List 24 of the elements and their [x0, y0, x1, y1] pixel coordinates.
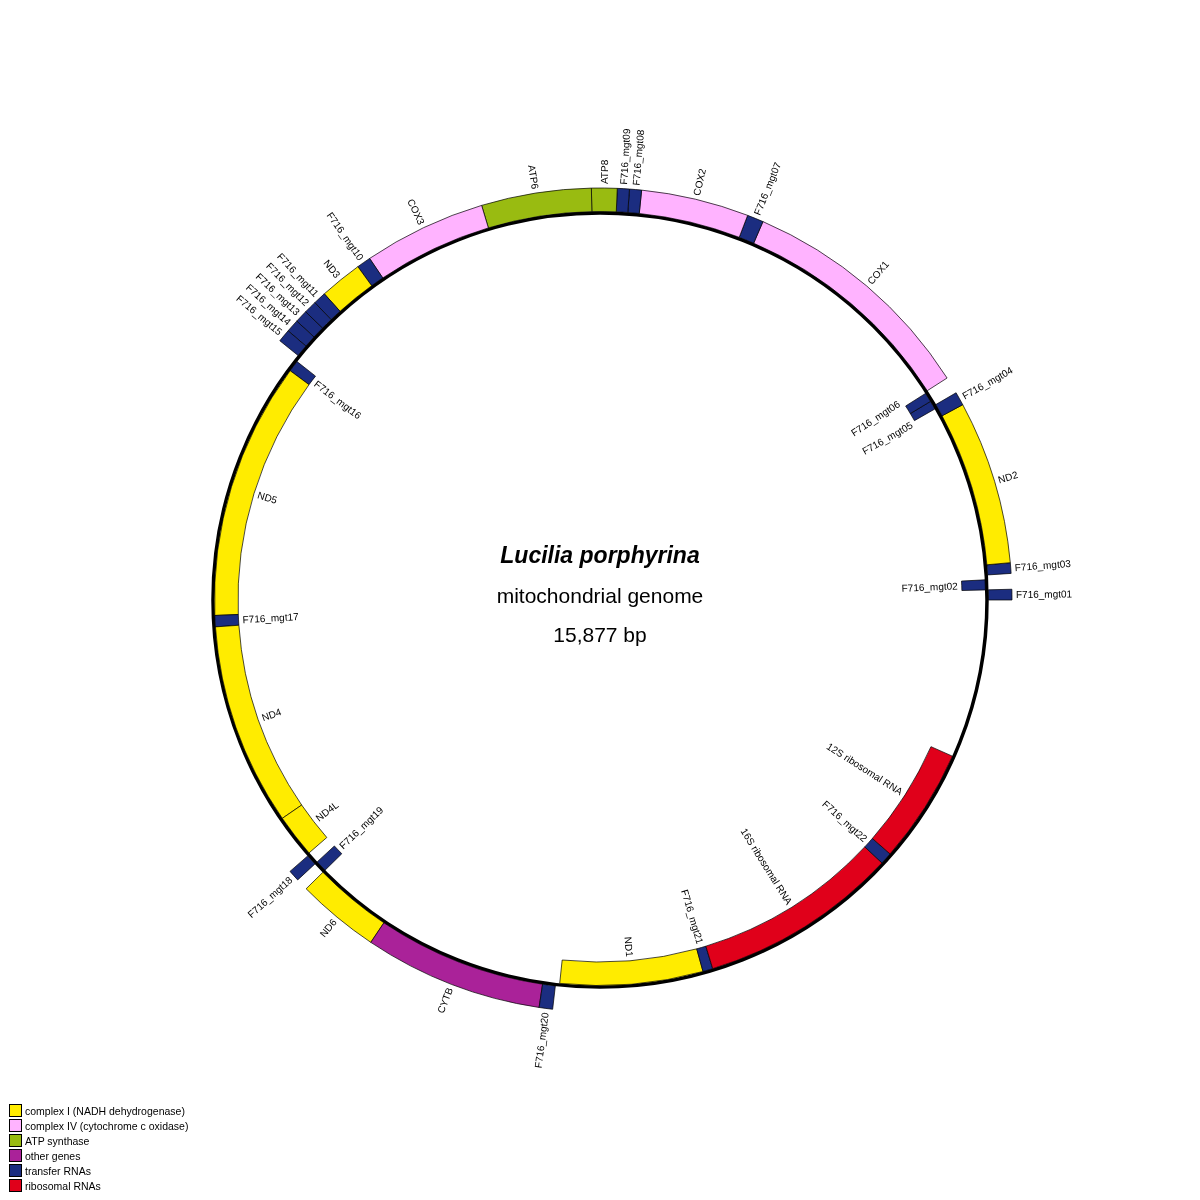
- gene-label: F716_mgt09: [618, 128, 633, 185]
- gene-label: F716_mgt02: [901, 580, 958, 594]
- genome-subtitle: mitochondrial genome: [495, 584, 705, 608]
- gene-label: F716_mgt20: [532, 1011, 551, 1069]
- gene-label: ND2: [996, 469, 1020, 486]
- genome-length: 15,877 bp: [552, 623, 648, 647]
- legend-label: ribosomal RNAs: [25, 1179, 101, 1192]
- gene-label: ND5: [256, 489, 279, 506]
- gene-label: COX3: [405, 197, 427, 227]
- gene-label: F716_mgt17: [242, 611, 299, 626]
- legend-label: ATP synthase: [25, 1134, 90, 1147]
- gene-label: F716_mgt03: [1014, 557, 1072, 574]
- gene-label: ND1: [622, 936, 636, 958]
- genome-title: Lucilia porphyrina: [499, 542, 701, 569]
- gene-label: CYTB: [435, 986, 456, 1015]
- legend-label: complex I (NADH dehydrogenase): [25, 1104, 185, 1117]
- gene-label: F716_mgt01: [1015, 588, 1073, 601]
- gene-label: ND4: [260, 706, 283, 724]
- gene-label: COX2: [691, 167, 709, 197]
- legend-label: transfer RNAs: [25, 1164, 91, 1177]
- gene-label: ATP8: [598, 159, 611, 185]
- legend-label: other genes: [25, 1149, 81, 1162]
- gene-label: ATP6: [526, 164, 541, 190]
- legend-label: complex IV (cytochrome c oxidase): [25, 1119, 189, 1132]
